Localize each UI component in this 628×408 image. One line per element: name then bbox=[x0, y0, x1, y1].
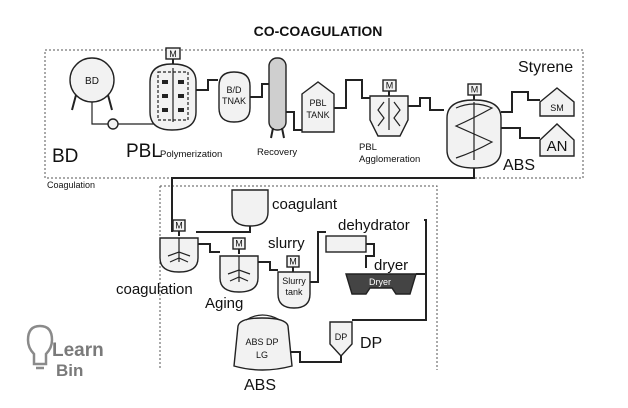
aging-vessel: M bbox=[219, 237, 259, 293]
pipe-dryer-dp bbox=[352, 274, 427, 321]
svg-text:LG: LG bbox=[256, 350, 268, 360]
svg-text:SM: SM bbox=[550, 103, 564, 113]
svg-text:B/D: B/D bbox=[226, 85, 242, 95]
learnbin-logo: Learn Bin bbox=[26, 324, 104, 380]
svg-text:M: M bbox=[175, 221, 183, 231]
pipe-recovery-pbltank bbox=[286, 111, 302, 131]
pipe-pbltank-agglo bbox=[334, 79, 370, 109]
slurry-label: slurry bbox=[268, 235, 305, 252]
pbl-agglomeration-label-2: Agglomeration bbox=[359, 154, 420, 165]
svg-text:M: M bbox=[289, 257, 297, 267]
pipe-abs-an bbox=[501, 127, 540, 139]
svg-text:M: M bbox=[471, 85, 479, 95]
abs-product-label: ABS bbox=[244, 377, 276, 394]
svg-text:Dryer: Dryer bbox=[369, 277, 391, 287]
coagulation-vessel: M bbox=[159, 219, 199, 273]
dehydrator-label: dehydrator bbox=[338, 217, 410, 234]
recovery-label: Recovery bbox=[257, 147, 297, 158]
abs-bag: ABS DP LG bbox=[233, 314, 293, 371]
bd-sphere: BD bbox=[69, 57, 115, 111]
abs-reactor: M bbox=[446, 83, 502, 169]
coagulation-boundary-upper bbox=[44, 49, 584, 179]
svg-text:AN: AN bbox=[547, 138, 568, 155]
pipe-dehydrator-dryer bbox=[365, 243, 375, 268]
pipe-dp-bag bbox=[288, 351, 342, 363]
pbl-agglomeration-label-1: PBL bbox=[359, 142, 377, 153]
aging-label: Aging bbox=[205, 295, 243, 312]
dryer-label: dryer bbox=[374, 257, 408, 274]
pipe-loop-right bbox=[416, 219, 427, 275]
bd-label: BD bbox=[52, 146, 78, 167]
bd-tnak: B/D TNAK bbox=[218, 71, 251, 123]
pipe-bd-recovery bbox=[250, 83, 269, 98]
slurry-tank: M Slurry tank bbox=[277, 255, 311, 309]
coagulation-section-label: Coagulation bbox=[47, 180, 95, 190]
pipe-coag-aging bbox=[198, 243, 220, 253]
dryer: Dryer bbox=[345, 273, 417, 295]
pbl-tank: PBL TANK bbox=[301, 81, 335, 133]
svg-text:TNAK: TNAK bbox=[222, 96, 246, 106]
bd-sphere-label: BD bbox=[85, 76, 99, 87]
svg-text:Slurry: Slurry bbox=[282, 276, 306, 286]
svg-text:PBL: PBL bbox=[309, 98, 326, 108]
pipe-reactor-bd bbox=[196, 79, 218, 91]
dehydrator bbox=[325, 235, 367, 253]
polymerization-label: Polymerization bbox=[160, 149, 222, 160]
recovery-column bbox=[268, 57, 287, 139]
polymerization-reactor: M bbox=[149, 47, 197, 131]
svg-text:M: M bbox=[386, 81, 394, 91]
pipe-agglo-abs bbox=[408, 97, 444, 111]
coagulation-boundary-lower bbox=[159, 185, 438, 370]
pipe-abs-coagulation bbox=[171, 168, 475, 232]
pipe-abs-sm bbox=[501, 91, 540, 113]
dp-label: DP bbox=[360, 335, 382, 352]
pbl-label: PBL bbox=[126, 141, 162, 162]
svg-text:ABS DP: ABS DP bbox=[245, 337, 278, 347]
sm-tank: SM bbox=[539, 87, 575, 117]
svg-text:DP: DP bbox=[335, 332, 348, 342]
dp-silo: DP bbox=[329, 321, 353, 358]
styrene-label: Styrene bbox=[518, 59, 573, 76]
pbl-agglomeration-unit: M bbox=[369, 79, 409, 137]
svg-text:tank: tank bbox=[285, 287, 303, 297]
logo-bin-text: Bin bbox=[56, 361, 83, 380]
svg-text:M: M bbox=[235, 239, 243, 249]
pump-icon bbox=[91, 98, 159, 130]
svg-text:TANK: TANK bbox=[306, 110, 329, 120]
diagram-title: CO-COAGULATION bbox=[254, 23, 383, 39]
pipe-slurry-dehydrator bbox=[310, 231, 326, 283]
coagulant-label: coagulant bbox=[272, 196, 338, 213]
motor-label: M bbox=[169, 49, 177, 59]
pipe-aging-slurry bbox=[258, 261, 278, 271]
logo-learn-text: Learn bbox=[52, 340, 104, 361]
abs-reactor-label: ABS bbox=[503, 157, 535, 174]
coagulation-label: coagulation bbox=[116, 281, 193, 298]
an-tank: AN bbox=[539, 123, 575, 157]
coagulant-tank bbox=[196, 189, 269, 233]
